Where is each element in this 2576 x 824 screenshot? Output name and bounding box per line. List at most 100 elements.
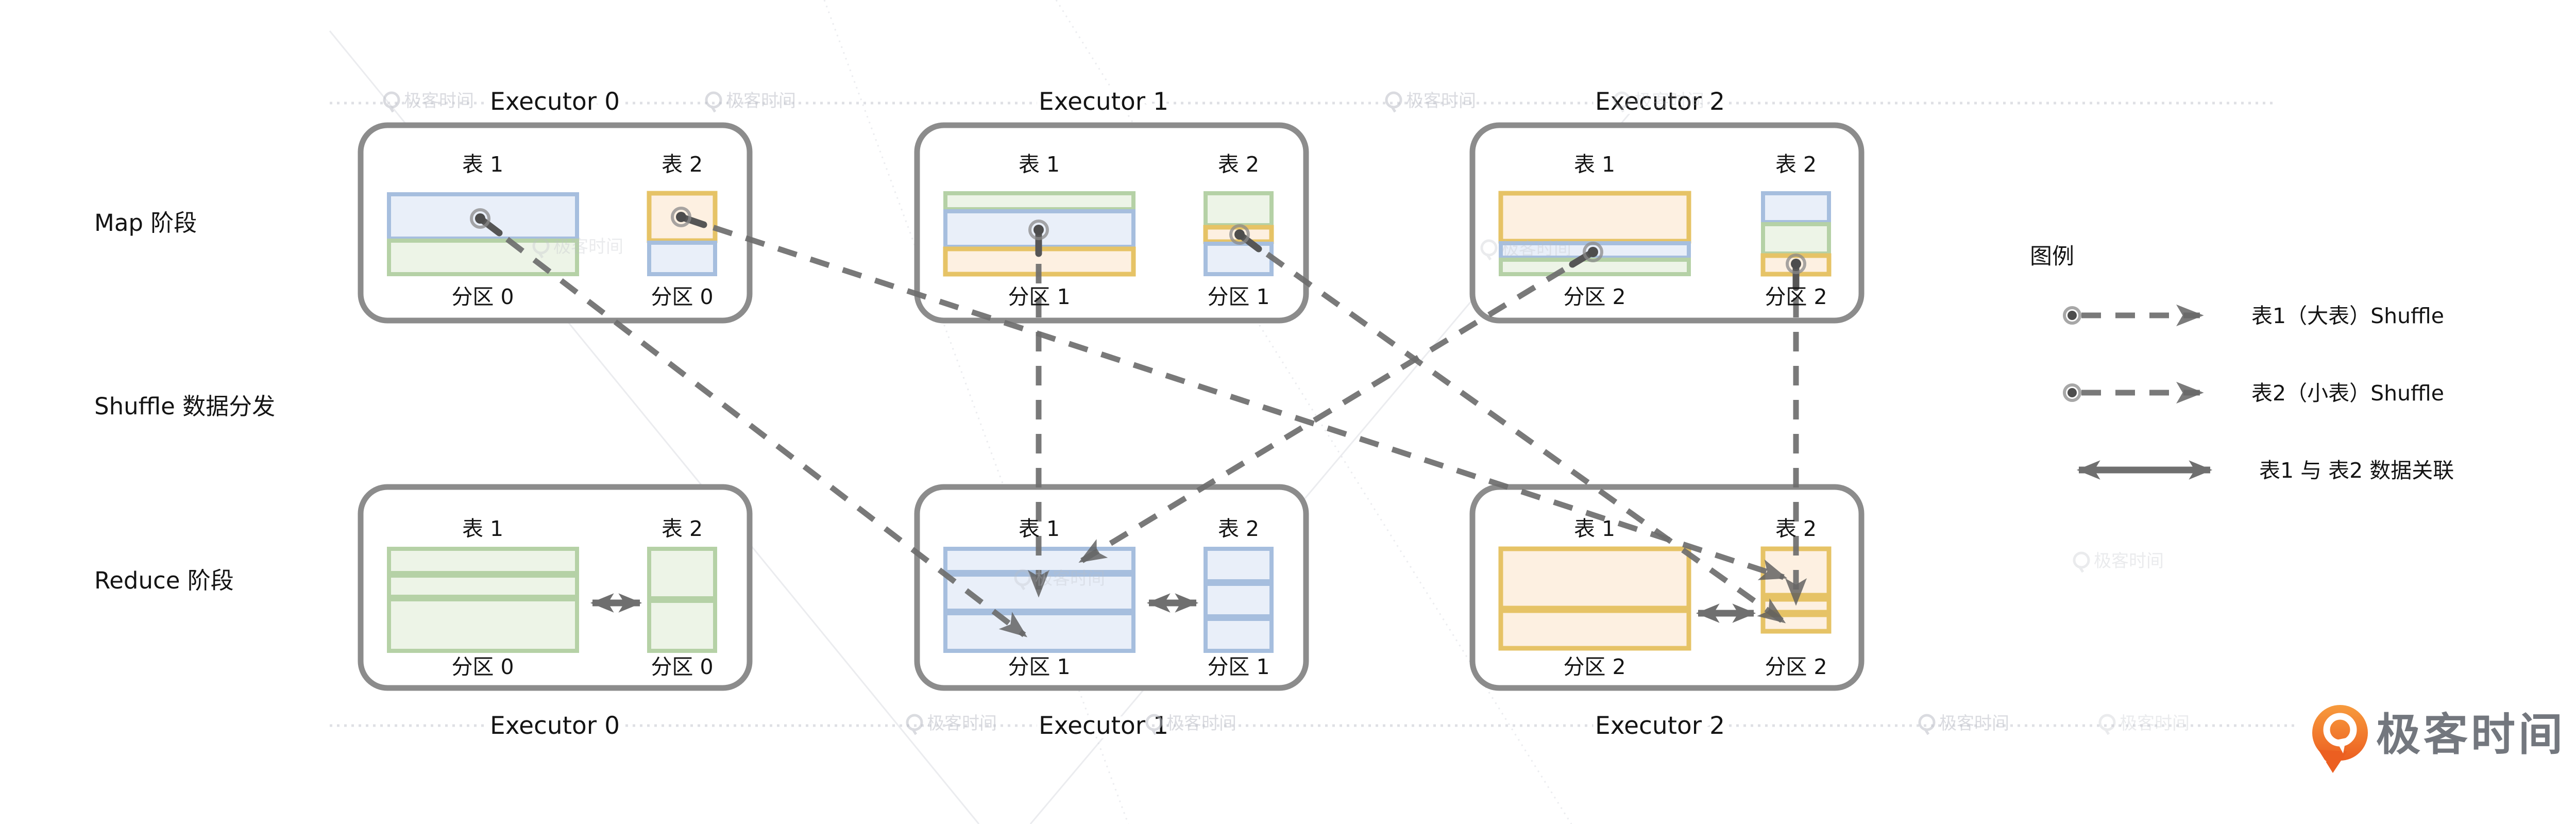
legend: 图例 表1（大表）Shuffle 表2（小表）Shuffle 表1 与 表2 数… xyxy=(2030,244,2454,483)
reduce-e2-table1-row-2 xyxy=(1498,608,1691,651)
watermark: 极客时间 xyxy=(1014,568,1105,591)
legend-item-table2-shuffle: 表2（小表）Shuffle xyxy=(2063,381,2444,406)
svg-text:极客时间: 极客时间 xyxy=(1939,713,2009,734)
svg-text:极客时间: 极客时间 xyxy=(927,713,997,734)
watermark: 极客时间 xyxy=(1918,713,2009,735)
reduce-e0-partition2-label: 分区 0 xyxy=(651,654,713,679)
reduce-executor-1-box xyxy=(914,484,1309,691)
reduce-e1-table2-label: 表 2 xyxy=(1218,516,1259,541)
watermark: 极客时间 xyxy=(383,91,474,113)
geektime-logo: 极客时间 xyxy=(2310,705,2566,773)
reduce-e2-partition2-label: 分区 2 xyxy=(1765,654,1827,679)
top-executor-1-label: Executor 1 xyxy=(1039,88,1168,116)
reduce-e1-partition2-label: 分区 1 xyxy=(1207,654,1269,679)
svg-text:极客时间: 极客时间 xyxy=(1501,239,1571,259)
map-e2-table1-label: 表 1 xyxy=(1574,152,1615,177)
map-e1-table2-label: 表 2 xyxy=(1218,152,1259,177)
map-e1-table1-label: 表 1 xyxy=(1019,152,1060,177)
geektime-logo-text: 极客时间 xyxy=(2376,709,2566,761)
watermark: 极客时间 xyxy=(705,91,796,113)
shuffle-origin-dot-e2-table2 xyxy=(1786,254,1806,291)
svg-text:极客时间: 极客时间 xyxy=(726,91,796,111)
bottom-executor-2-label: Executor 2 xyxy=(1595,712,1725,740)
map-executor-1-box xyxy=(914,122,1309,324)
map-e1-table1-row-green xyxy=(943,191,1136,211)
phase-label-shuffle: Shuffle 数据分发 xyxy=(94,393,275,420)
reduce-e1-table1-row-3 xyxy=(943,611,1136,653)
map-e2-table2-label: 表 2 xyxy=(1775,152,1817,177)
phase-label-map: Map 阶段 xyxy=(94,209,197,237)
svg-text:极客时间: 极客时间 xyxy=(404,91,474,111)
watermark-layer: 极客时间 极客时间 极客时间 极客时间 极客时间 极客时间 极客时间 极客时间 xyxy=(383,91,2190,735)
reduce-e2-table2-label: 表 2 xyxy=(1775,516,1817,541)
map-box-labels: 表 1 表 2 分区 0 分区 0 表 1 表 2 分区 1 分区 1 表 1 … xyxy=(451,152,1827,309)
reduce-e0-table2-row-2 xyxy=(647,599,717,653)
legend-item-2-label: 表2（小表）Shuffle xyxy=(2251,381,2444,406)
reduce-box-labels: 表 1 表 2 分区 0 分区 0 表 1 表 2 分区 1 分区 1 表 1 … xyxy=(451,516,1827,679)
map-e2-table1-row-orange xyxy=(1498,191,1691,244)
shuffle-origin-dot-e0-table1 xyxy=(470,208,503,237)
reduce-e1-table2-row-2 xyxy=(1204,582,1274,618)
map-executor-2-box xyxy=(1469,122,1865,324)
map-e0-table2-row-blue xyxy=(647,241,717,276)
arrow-origin-dot-icon xyxy=(2067,311,2077,320)
phase-label-reduce: Reduce 阶段 xyxy=(94,567,234,594)
legend-title: 图例 xyxy=(2030,244,2074,270)
phase-labels: Map 阶段 Shuffle 数据分发 Reduce 阶段 xyxy=(94,209,275,594)
shuffle-origin-dot-e1-table1 xyxy=(1028,220,1049,257)
map-e1-partition2-label: 分区 1 xyxy=(1207,284,1269,309)
reduce-e0-partition1-label: 分区 0 xyxy=(451,654,514,679)
reduce-executor-0-box xyxy=(358,484,753,691)
reduce-e2-table1-row-1 xyxy=(1498,546,1691,611)
reduce-e2-partition1-label: 分区 2 xyxy=(1563,654,1625,679)
arrow-origin-dot-icon xyxy=(2063,383,2081,402)
shuffle-arrows xyxy=(470,207,1807,637)
svg-text:极客时间: 极客时间 xyxy=(1035,568,1105,589)
reduce-e0-table2-row-1 xyxy=(647,547,717,600)
reduce-executor-2-box xyxy=(1469,484,1865,691)
watermark: 极客时间 xyxy=(532,237,623,259)
watermark: 极客时间 xyxy=(2098,713,2190,735)
svg-text:极客时间: 极客时间 xyxy=(1634,91,1704,111)
top-executor-2-label: Executor 2 xyxy=(1595,88,1725,116)
shuffle-arrow-table2-e1-to-e2 xyxy=(1238,232,1786,624)
map-e2-partition2-label: 分区 2 xyxy=(1765,284,1827,309)
svg-text:极客时间: 极客时间 xyxy=(1166,713,1236,734)
reduce-e0-table1-label: 表 1 xyxy=(462,516,503,541)
shuffle-origin-dot-e2-table1 xyxy=(1569,242,1603,268)
bottom-executor-labels: Executor 0 Executor 1 Executor 2 xyxy=(486,708,1729,744)
top-executor-0-label: Executor 0 xyxy=(490,88,620,116)
map-e2-table2-row-green xyxy=(1761,222,1831,256)
shuffle-arrow-table2-e0-to-e2 xyxy=(680,214,1788,580)
watermark: 极客时间 xyxy=(1480,239,1571,261)
reduce-e1-table2-row-3 xyxy=(1204,617,1274,653)
watermark: 极客时间 xyxy=(2073,551,2164,573)
watermark: 极客时间 xyxy=(1385,91,1476,113)
svg-text:极客时间: 极客时间 xyxy=(2094,551,2164,571)
bottom-executor-0-label: Executor 0 xyxy=(490,712,620,740)
legend-item-join: 表1 与 表2 数据关联 xyxy=(2076,458,2454,483)
reduce-e1-table1-label: 表 1 xyxy=(1019,516,1060,541)
reduce-e1-partition1-label: 分区 1 xyxy=(1008,654,1070,679)
reduce-e1-table2-row-1 xyxy=(1204,547,1274,583)
legend-item-table1-shuffle: 表1（大表）Shuffle xyxy=(2063,304,2444,328)
legend-item-3-label: 表1 与 表2 数据关联 xyxy=(2259,458,2454,483)
arrow-origin-dot-icon xyxy=(2063,306,2081,325)
map-e0-partition2-label: 分区 0 xyxy=(651,284,713,309)
watermark: 极客时间 xyxy=(906,713,997,735)
map-e2-table2-row-blue xyxy=(1761,191,1831,224)
map-e1-table2-row-green xyxy=(1204,191,1274,227)
map-e0-partition1-label: 分区 0 xyxy=(451,284,514,309)
reduce-e2-table2-row-2 xyxy=(1760,597,1832,615)
svg-text:极客时间: 极客时间 xyxy=(553,237,623,257)
arrow-origin-dot-icon xyxy=(2067,388,2077,397)
map-e1-partition1-label: 分区 1 xyxy=(1008,284,1070,309)
reduce-e0-table2-label: 表 2 xyxy=(662,516,703,541)
reduce-e2-table1-label: 表 1 xyxy=(1574,516,1615,541)
map-e2-partition1-label: 分区 2 xyxy=(1563,284,1625,309)
watermark: 极客时间 xyxy=(1145,713,1236,735)
map-e0-table1-label: 表 1 xyxy=(462,152,503,177)
geektime-pin-icon xyxy=(2310,705,2368,773)
